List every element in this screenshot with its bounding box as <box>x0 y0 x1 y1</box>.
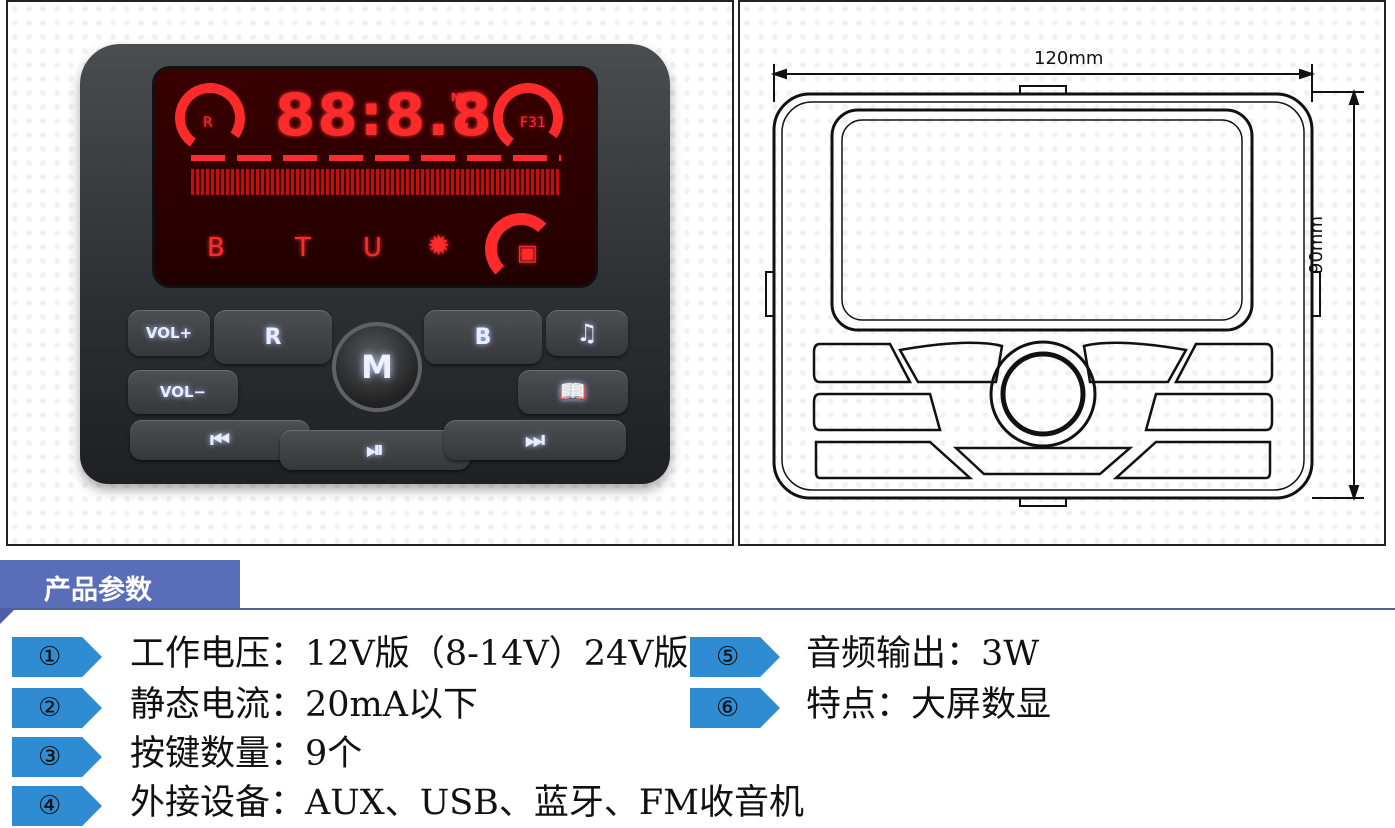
fuel-pump-icon: ▣ <box>517 241 538 266</box>
param-badge-2: ② <box>12 688 102 728</box>
lcd-u-indicator: U <box>363 233 383 263</box>
outline-drawing <box>765 64 1364 507</box>
background-pattern <box>740 2 1384 544</box>
r-button[interactable]: R <box>214 310 332 364</box>
param-text-4: 外接设备：AUX、USB、蓝牙、FM收音机 <box>130 783 805 823</box>
lcd-t-indicator: T <box>295 233 311 263</box>
book-icon: 📖 <box>559 379 587 405</box>
lcd-f31-indicator: F31 <box>520 115 546 131</box>
param-badge-1: ① <box>12 637 102 677</box>
lcd-display: R F31 88:8.8 MHZ V B T U ✹ ▣ <box>152 66 598 288</box>
lcd-v-label: V <box>460 121 469 134</box>
center-knob-outline <box>989 340 1097 448</box>
body-outline <box>772 92 1314 500</box>
lcd-b-indicator: B <box>207 233 225 263</box>
param-badge-5: ⑤ <box>690 637 780 677</box>
param-badge-6: ⑥ <box>690 688 780 728</box>
dimension-drawing-panel: 120mm 90mm <box>738 0 1386 546</box>
screen-outline <box>830 108 1254 332</box>
play-pause-button[interactable]: ⏯ <box>280 430 470 470</box>
music-button[interactable]: ♫ <box>546 310 628 356</box>
b-button[interactable]: B <box>424 310 542 364</box>
param-text-5: 音频输出：3W <box>806 634 1040 674</box>
book-icon-button[interactable]: 📖 <box>518 370 628 414</box>
param-badge-3: ③ <box>12 737 102 777</box>
product-photo-panel: R F31 88:8.8 MHZ V B T U ✹ ▣ VOL+ VOL− R… <box>6 0 734 546</box>
param-text-6: 特点：大屏数显 <box>806 685 1052 725</box>
params-header: 产品参数 <box>0 560 240 608</box>
param-badge-4: ④ <box>12 786 102 826</box>
vol-down-button[interactable]: VOL− <box>128 370 238 414</box>
lcd-dash-row <box>191 155 561 161</box>
lcd-digits: 88:8.8 <box>275 81 494 149</box>
m-button[interactable]: M <box>332 322 422 412</box>
lcd-spectrum-bars <box>191 169 561 195</box>
params-divider <box>0 608 1395 610</box>
next-track-button[interactable]: ⏭ <box>444 420 626 460</box>
vol-up-button[interactable]: VOL+ <box>128 310 210 356</box>
param-text-3: 按键数量：9个 <box>130 734 363 774</box>
param-text-2: 静态电流：20mA以下 <box>130 685 479 725</box>
param-text-1: 工作电压：12V版（8-14V）24V版 <box>130 634 689 674</box>
gear-icon: ✹ <box>427 229 451 262</box>
lcd-r-indicator: R <box>203 115 213 131</box>
params-title: 产品参数 <box>44 575 152 606</box>
params-corner <box>0 610 14 624</box>
height-label: 90mm <box>1306 216 1327 274</box>
radio-device: R F31 88:8.8 MHZ V B T U ✹ ▣ VOL+ VOL− R… <box>80 44 670 484</box>
lcd-mhz-label: MHZ <box>451 91 480 104</box>
width-label: 120mm <box>1034 48 1104 69</box>
